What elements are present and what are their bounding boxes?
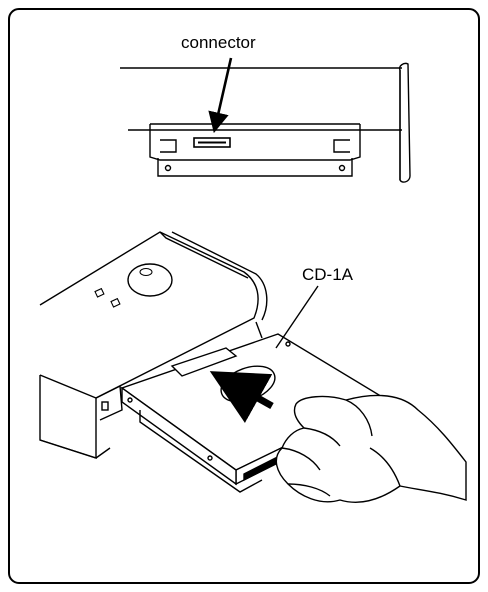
- hand-illustration: [275, 394, 467, 503]
- bay-detail: [120, 62, 411, 183]
- power-button: [127, 263, 173, 297]
- connector-arrow: [208, 57, 233, 134]
- drive-leader-line: [275, 285, 319, 349]
- figure-border: [8, 8, 480, 584]
- indicator-light: [94, 287, 105, 298]
- drive-model-label: CD-1A: [302, 265, 354, 284]
- insertion-arrow: [209, 371, 274, 423]
- connector-label: connector: [181, 33, 256, 52]
- laptop-body: [39, 231, 268, 459]
- indicator-light: [110, 297, 121, 308]
